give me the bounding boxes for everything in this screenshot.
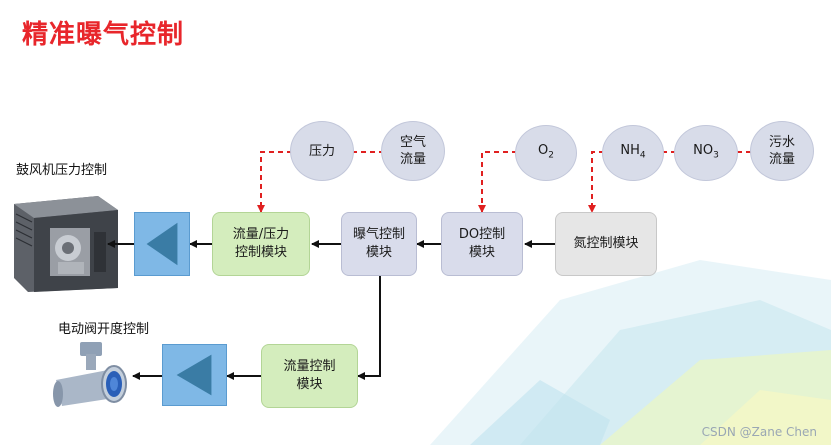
flow-pressure-control-module: 流量/压力 控制模块 xyxy=(212,212,310,276)
dashed-line-o2 xyxy=(478,151,517,213)
flow-control-module: 流量控制 模块 xyxy=(261,344,358,408)
sensor-nh4-label: NH4 xyxy=(620,142,646,161)
dashed-line-pressure xyxy=(257,151,292,213)
sensor-nh4: NH4 xyxy=(602,125,664,181)
valve-image xyxy=(52,340,132,418)
sensor-sewage-flow: 污水 流量 xyxy=(750,121,814,181)
valve-label: 电动阀开度控制 xyxy=(58,322,150,337)
blower-label: 鼓风机压力控制 xyxy=(16,163,108,178)
sensor-no3: NO3 xyxy=(674,125,738,181)
arrow-aeration-to-flow xyxy=(357,276,381,380)
aeration-control-module: 曝气控制 模块 xyxy=(341,212,417,276)
watermark: CSDN @Zane Chen xyxy=(701,425,817,439)
sensor-o2: O2 xyxy=(515,125,577,181)
sensor-o2-label: O2 xyxy=(538,142,554,161)
sensor-air-flow: 空气 流量 xyxy=(381,121,445,181)
sensor-no3-label: NO3 xyxy=(693,142,719,161)
blower-image xyxy=(6,192,124,294)
do-control-module: DO控制 模块 xyxy=(441,212,523,276)
dashed-line-nitrogen xyxy=(588,151,604,213)
sensor-air-flow-label: 空气 流量 xyxy=(399,135,426,167)
sensor-pressure: 压力 xyxy=(290,121,354,181)
amplifier-blower xyxy=(134,212,190,276)
nitrogen-control-module: 氮控制模块 xyxy=(555,212,657,276)
page-title: 精准曝气控制 xyxy=(22,20,185,50)
amplifier-valve xyxy=(162,344,227,406)
sensor-pressure-label: 压力 xyxy=(308,143,335,159)
sensor-sewage-flow-label: 污水 流量 xyxy=(768,135,795,167)
